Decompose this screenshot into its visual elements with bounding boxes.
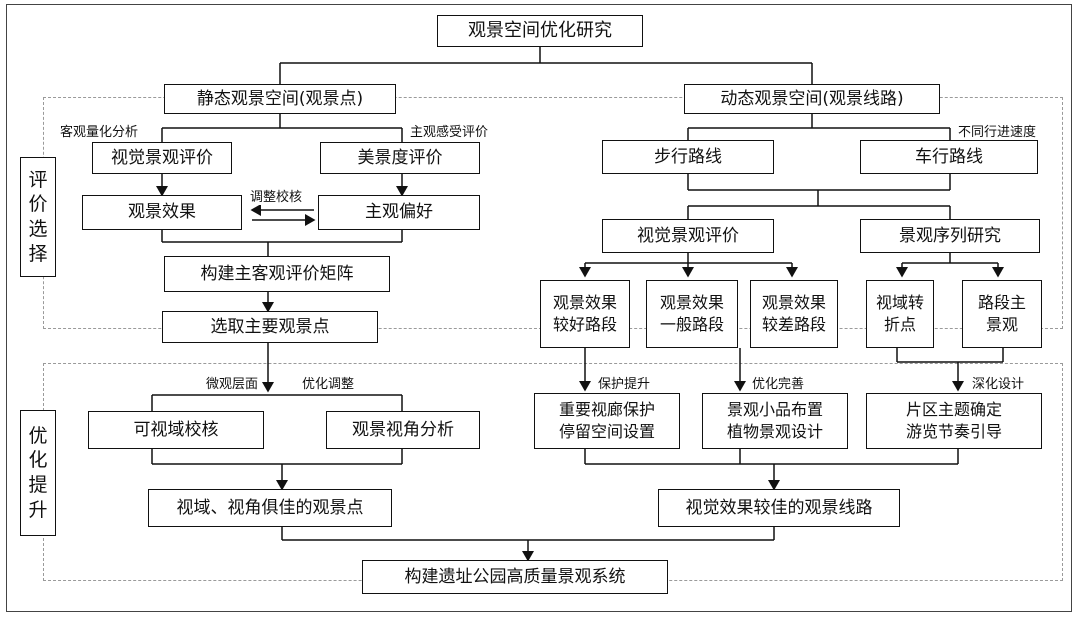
normal-routes-line: 观景效果 (659, 293, 724, 313)
visual-eval-box: 视觉景观评价 (92, 142, 232, 174)
improve-line: 景观小品布置 (726, 400, 823, 420)
route-visual-eval-text: 视觉景观评价 (637, 225, 739, 246)
dynamic-result-box: 视觉效果较佳的观景线路 (658, 489, 900, 527)
main-view-line: 路段主 (977, 293, 1026, 313)
visibility-check-text: 可视域校核 (133, 419, 219, 440)
deepen-label: 深化设计 (970, 373, 1027, 392)
beauty-eval-text: 美景度评价 (357, 147, 443, 168)
section-evaluate: 评 价 选 择 (20, 157, 56, 277)
view-effect-box: 观景效果 (82, 195, 242, 230)
normal-routes-box: 观景效果 一般路段 (646, 280, 738, 348)
static-result-box: 视域、视角俱佳的观景点 (148, 489, 392, 527)
dynamic-space-text: 动态观景空间(观景线路) (720, 88, 904, 109)
deepen-box: 片区主题确定 游览节奏引导 (866, 393, 1042, 449)
outer-frame (6, 4, 1072, 612)
walk-route-text: 步行路线 (654, 146, 722, 167)
adjust-label: 调整校核 (248, 186, 305, 205)
dynamic-result-text: 视觉效果较佳的观景线路 (685, 497, 873, 518)
visibility-check-box: 可视域校核 (88, 411, 264, 449)
section-optimize: 优 化 提 升 (20, 410, 56, 536)
section-char: 评 (28, 168, 48, 191)
objective-analysis-label: 客观量化分析 (58, 121, 141, 140)
section-char: 提 (28, 474, 48, 496)
final-text: 构建遗址公园高质量景观系统 (404, 566, 626, 587)
deepen-line: 游览节奏引导 (905, 422, 1002, 441)
visual-eval-text: 视觉景观评价 (111, 147, 213, 168)
dynamic-space-box: 动态观景空间(观景线路) (684, 84, 940, 114)
section-char: 化 (28, 449, 48, 472)
sequence-study-box: 景观序列研究 (860, 219, 1040, 253)
improve-box: 景观小品布置 植物景观设计 (702, 393, 848, 449)
sequence-study-text: 景观序列研究 (899, 225, 1001, 246)
protect-line: 停留空间设置 (558, 422, 655, 441)
title-text: 观景空间优化研究 (468, 19, 612, 41)
section-char: 择 (28, 242, 48, 265)
good-routes-box: 观景效果 较好路段 (540, 280, 630, 348)
good-routes-line: 较好路段 (552, 315, 617, 334)
deepen-line: 片区主题确定 (905, 400, 1002, 420)
walk-route-box: 步行路线 (602, 140, 774, 174)
subjective-eval-label: 主观感受评价 (408, 121, 491, 140)
section-char: 升 (28, 498, 48, 521)
poor-routes-line: 观景效果 (761, 293, 826, 313)
normal-routes-line: 一般路段 (659, 315, 724, 334)
turning-point-box: 视域转 折点 (866, 280, 934, 348)
angle-analysis-box: 观景视角分析 (326, 411, 480, 449)
static-space-text: 静态观景空间(观景点) (196, 88, 364, 109)
subjective-pref-text: 主观偏好 (365, 202, 433, 223)
section-char: 选 (28, 218, 48, 240)
poor-routes-box: 观景效果 较差路段 (750, 280, 838, 348)
opt-adjust-label: 优化调整 (300, 373, 357, 392)
select-points-text: 选取主要观景点 (210, 316, 330, 337)
main-view-line: 景观 (985, 315, 1018, 334)
subjective-pref-box: 主观偏好 (318, 195, 480, 230)
improve-label: 优化完善 (750, 373, 807, 392)
matrix-text: 构建主客观评价矩阵 (200, 263, 354, 284)
poor-routes-line: 较差路段 (761, 315, 826, 334)
protect-label: 保护提升 (596, 373, 653, 392)
improve-line: 植物景观设计 (726, 422, 823, 441)
good-routes-line: 观景效果 (552, 293, 617, 313)
section-char: 优 (28, 424, 48, 447)
turning-point-line: 折点 (883, 315, 916, 334)
turning-point-line: 视域转 (875, 293, 924, 313)
final-box: 构建遗址公园高质量景观系统 (362, 560, 668, 594)
beauty-eval-box: 美景度评价 (320, 142, 480, 174)
static-space-box: 静态观景空间(观景点) (164, 84, 396, 114)
car-route-box: 车行路线 (860, 140, 1038, 174)
protect-box: 重要视廊保护 停留空间设置 (534, 393, 680, 449)
speed-label: 不同行进速度 (956, 121, 1039, 140)
static-result-text: 视域、视角俱佳的观景点 (176, 497, 364, 518)
section-char: 价 (28, 193, 48, 216)
matrix-box: 构建主客观评价矩阵 (164, 256, 390, 292)
view-effect-text: 观景效果 (128, 202, 196, 223)
select-points-box: 选取主要观景点 (162, 311, 378, 343)
protect-line: 重要视廊保护 (558, 400, 655, 420)
route-visual-eval-box: 视觉景观评价 (602, 219, 774, 253)
angle-analysis-text: 观景视角分析 (352, 419, 454, 440)
main-view-box: 路段主 景观 (962, 280, 1042, 348)
micro-label: 微观层面 (204, 373, 261, 392)
car-route-text: 车行路线 (915, 146, 983, 167)
diagram-title: 观景空间优化研究 (437, 15, 643, 47)
